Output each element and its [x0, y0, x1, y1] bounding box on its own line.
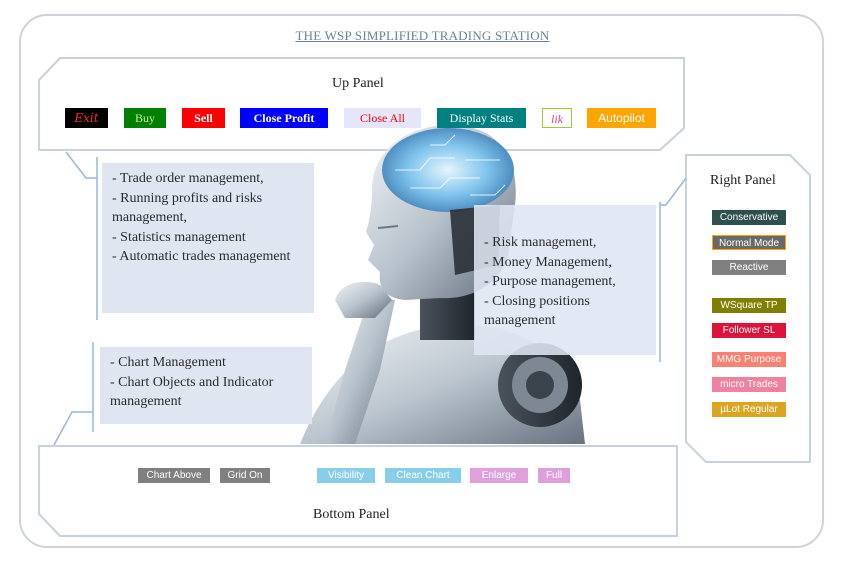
right-normal-mode-button[interactable]: Normal Mode — [712, 235, 786, 250]
up-close-profit-button[interactable]: Close Profit — [240, 108, 328, 128]
note-line: - Statistics management — [112, 229, 246, 245]
up-sell-button[interactable]: Sell — [182, 108, 225, 128]
bottom-full-button[interactable]: Full — [538, 468, 570, 483]
bottom-panel-title: Bottom Panel — [313, 507, 390, 522]
up-connector — [65, 151, 97, 179]
bottom-grid-on-button[interactable]: Grid On — [220, 468, 270, 483]
up-panel-note: - Trade order management, - Running prof… — [102, 163, 314, 313]
note-line: - Trade order management, — [112, 171, 264, 186]
up-close-all-button[interactable]: Close All — [344, 108, 421, 128]
note-line: - Closing positions management — [484, 293, 590, 329]
right-connector — [660, 177, 687, 206]
right-panel-note: - Risk management, - Money Management, -… — [474, 205, 656, 355]
up-panel-title: Up Panel — [332, 76, 384, 91]
bottom-clean-chart-button[interactable]: Clean Chart — [385, 468, 461, 483]
up-exit-button[interactable]: Exit — [65, 108, 108, 128]
right-conservative-button[interactable]: Conservative — [712, 210, 786, 225]
note-line: - Money Management, — [484, 254, 612, 270]
note-line: - Chart Management — [110, 355, 226, 370]
up-lik-button[interactable]: lik — [542, 108, 572, 128]
right-lot-regular-button[interactable]: µLot Regular — [712, 402, 786, 417]
right-wsquare-tp-button[interactable]: WSquare TP — [712, 298, 786, 313]
bottom-chart-above-button[interactable]: Chart Above — [138, 468, 210, 483]
up-display-stats-button[interactable]: Display Stats — [437, 108, 526, 128]
bottom-panel-outline — [38, 445, 678, 537]
note-line: - Running profits and risks management, — [112, 190, 263, 226]
page-title: THE WSP SIMPLIFIED TRADING STATION — [295, 28, 550, 43]
right-micro-trades-button[interactable]: micro Trades — [712, 377, 786, 392]
bottom-enlarge-button[interactable]: Enlarge — [470, 468, 528, 483]
up-autopilot-button[interactable]: Autopilot — [587, 108, 656, 128]
bottom-connector — [53, 411, 93, 446]
bottom-visibility-button[interactable]: Visibility — [317, 468, 375, 483]
up-panel-outline — [38, 57, 685, 151]
bottom-panel-note: - Chart Management - Chart Objects and I… — [100, 347, 312, 424]
note-line: - Automatic trades management — [112, 249, 291, 264]
note-line: - Risk management, — [484, 235, 597, 250]
right-panel-outline — [685, 154, 811, 463]
outer-frame — [19, 14, 824, 548]
note-line: - Chart Objects and Indicator management — [110, 374, 274, 410]
right-mmg-purpose-button[interactable]: MMG Purpose — [712, 352, 786, 367]
right-panel-title: Right Panel — [710, 173, 776, 188]
up-buy-button[interactable]: Buy — [124, 108, 166, 128]
note-line: - Purpose management, — [484, 274, 616, 289]
right-reactive-button[interactable]: Reactive — [712, 260, 786, 275]
right-follower-sl-button[interactable]: Follower SL — [712, 323, 786, 338]
